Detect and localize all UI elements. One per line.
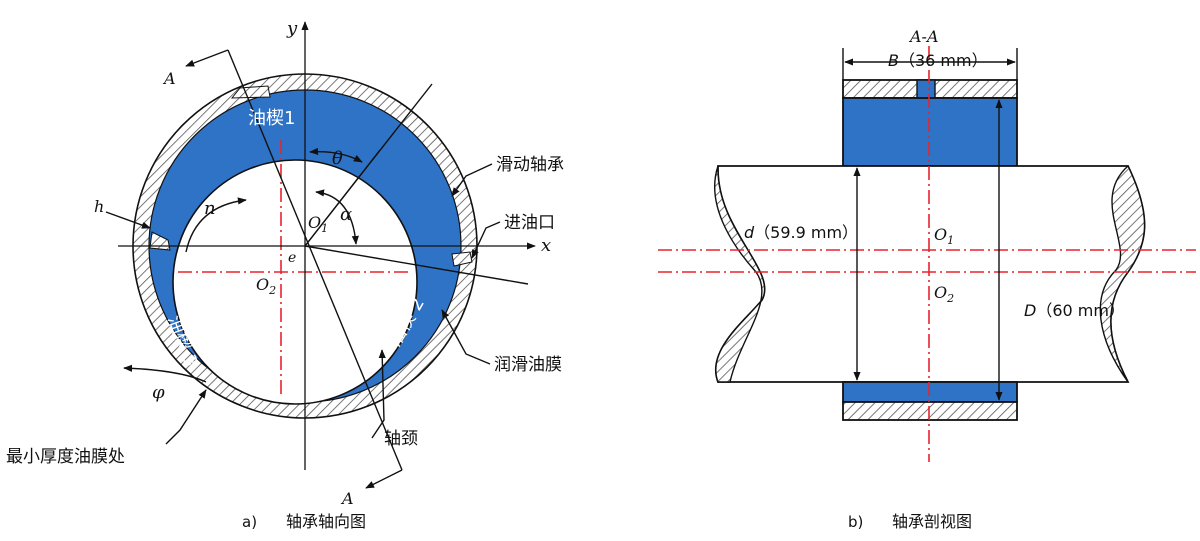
dim-B-symbol: B (888, 51, 899, 70)
section-line-A-A (227, 49, 403, 471)
panel-a-caption: 轴承轴向图 (286, 512, 366, 531)
section-O2-label: O2 (934, 283, 954, 305)
dim-D-value: （60 mm） (1036, 301, 1125, 320)
alpha-arc (315, 189, 359, 245)
section-label-bottom: A (340, 489, 354, 508)
dim-B-label: B（36 mm） (888, 51, 988, 70)
alpha-label: α (340, 204, 352, 225)
dim-d-label: d（59.9 mm） (744, 223, 858, 242)
shaft-break-right (1099, 164, 1146, 383)
leader-min-film (165, 389, 207, 445)
dim-B-value: （36 mm） (899, 51, 988, 70)
dim-D-symbol: D (1024, 301, 1036, 320)
oil-film-bottom (842, 381, 1018, 403)
pad-recess-2 (451, 251, 473, 267)
leader-journal (371, 349, 386, 439)
section-arrow-top (185, 49, 229, 67)
min-film-label: 最小厚度油膜处 (6, 447, 125, 467)
sliding-bearing-label: 滑动轴承 (496, 155, 564, 175)
panel-a-axial-view: y x A A θ α n h φ e O1 O2 油楔1 油楔 2 油楔 3 … (6, 18, 564, 531)
center-O2-letter: O (256, 275, 269, 294)
pad-recess-1 (230, 85, 271, 99)
center-O1-letter: O (308, 213, 321, 232)
leader-oil-inlet (471, 221, 501, 259)
eccentricity-line (304, 245, 529, 285)
theta-label: θ (332, 148, 343, 169)
pad-1-label: 油楔1 (248, 108, 295, 129)
center-O1-sub: 1 (321, 222, 328, 235)
section-arrow-bottom (365, 469, 403, 489)
dim-d-symbol: d (744, 223, 755, 242)
section-O2-sub: 2 (946, 292, 954, 305)
oil-film-top (842, 97, 1018, 167)
section-O1-sub: 1 (947, 234, 954, 247)
section-O1-label: O1 (934, 225, 954, 247)
center-O2-sub: 2 (268, 284, 276, 297)
h-arrow (105, 211, 151, 229)
shaft-body (715, 165, 1146, 383)
y-axis-label: y (286, 18, 298, 39)
center-O1-label: O1 (308, 213, 328, 235)
eccentricity-label: e (288, 250, 296, 266)
section-title-label: A-A (908, 27, 939, 46)
journal-label: 轴颈 (384, 429, 418, 449)
panel-b-caption: 轴承剖视图 (892, 512, 972, 531)
h-label: h (94, 197, 104, 216)
rotation-n-arc (185, 197, 247, 253)
dim-d-value: （59.9 mm） (754, 223, 858, 242)
dim-D-label: D（60 mm） (1024, 301, 1125, 320)
phi-label: φ (152, 382, 165, 403)
panel-b-caption-id: b) (848, 513, 863, 531)
journal-circle (172, 159, 418, 405)
section-O2-letter: O (934, 283, 947, 302)
center-O2-label: O2 (256, 275, 276, 297)
rotation-n-label: n (204, 198, 216, 219)
x-axis-label: x (541, 235, 551, 256)
section-O1-letter: O (934, 225, 947, 244)
section-label-top: A (162, 69, 176, 88)
oil-film-label: 润滑油膜 (494, 355, 562, 375)
theta-arc (309, 147, 363, 163)
oil-inlet-label: 进油口 (504, 213, 555, 233)
panel-b-section-view: A-A B（36 mm） d（59.9 mm） D（60 mm） O1 O2 b… (658, 27, 1196, 531)
panel-a-caption-id: a) (242, 513, 257, 531)
leader-sliding-bearing (451, 163, 493, 197)
bearing-bottom-hatched (842, 401, 1018, 421)
leader-oil-film (441, 309, 491, 365)
phi-arc (123, 364, 207, 383)
